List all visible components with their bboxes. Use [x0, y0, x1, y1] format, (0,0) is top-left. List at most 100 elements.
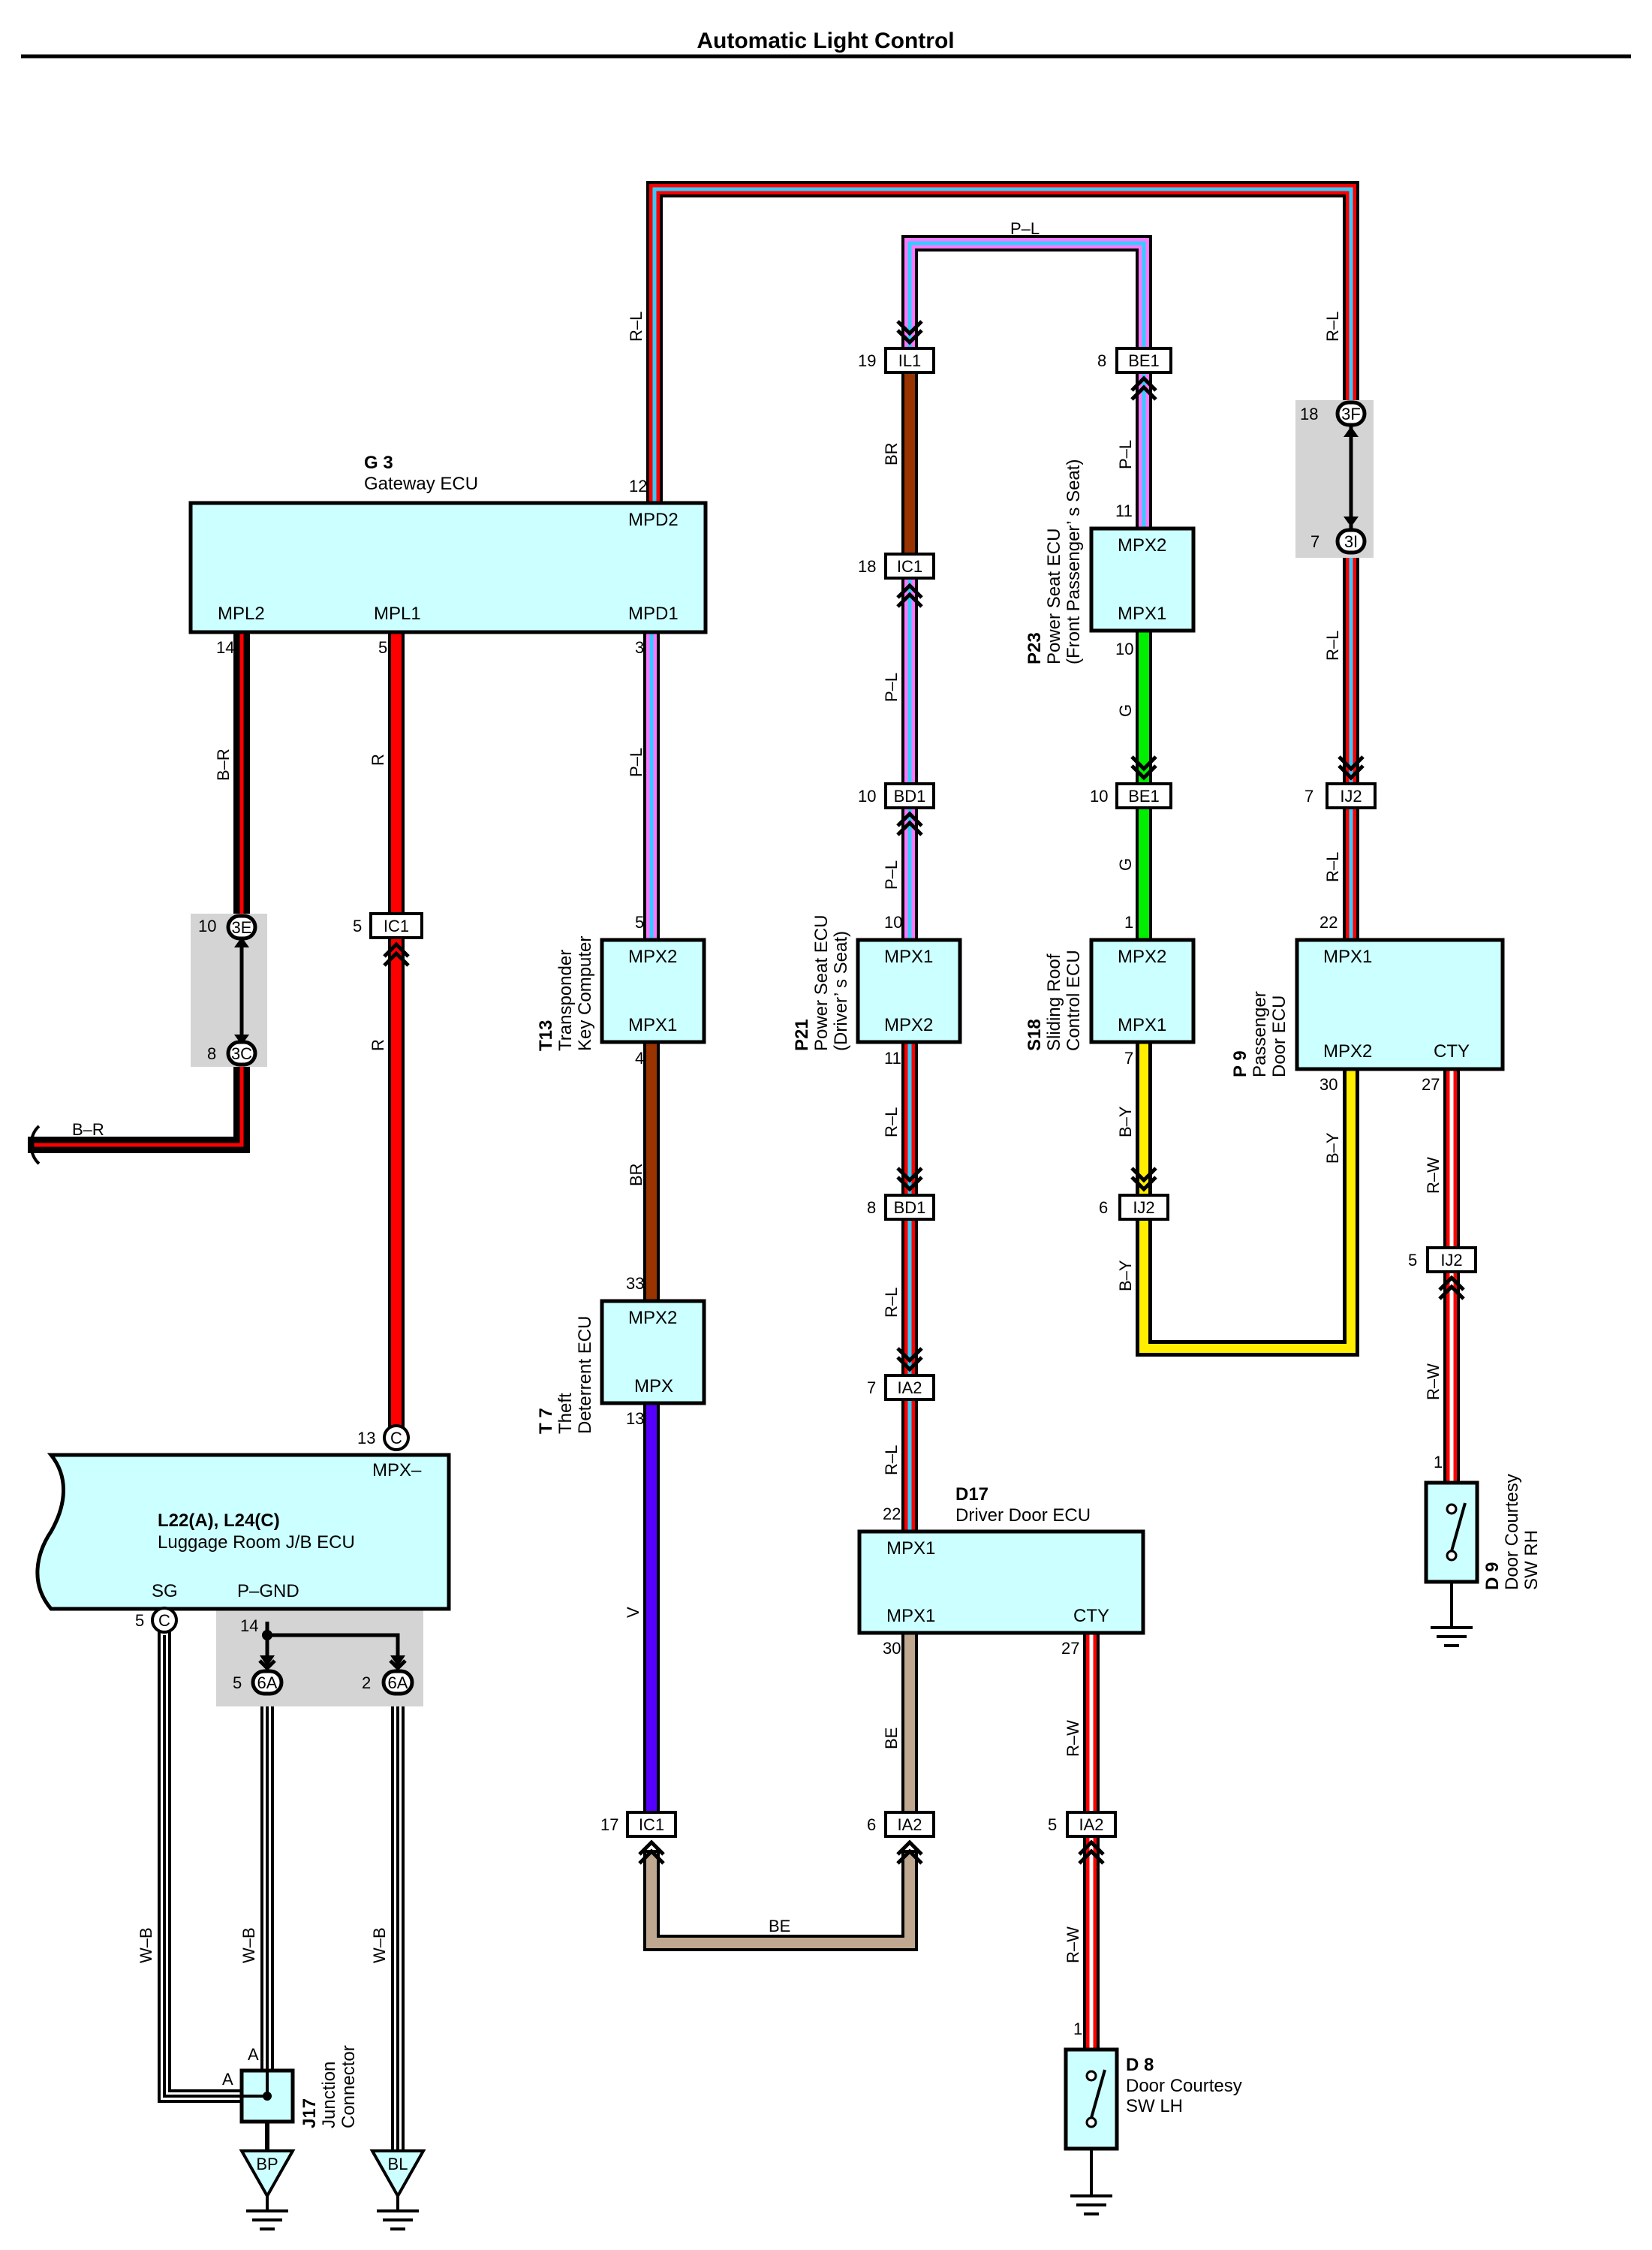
- chevron-up-icon: [896, 820, 923, 836]
- connector-ia2-c: IA2: [1066, 1811, 1117, 1838]
- svg-text:B–R: B–R: [72, 1120, 104, 1139]
- t7-name1: Theft: [555, 1393, 576, 1434]
- chevron-up-icon: [1438, 1275, 1465, 1291]
- connector-bd1-a: BD1: [884, 782, 935, 809]
- svg-text:3F: 3F: [1341, 405, 1361, 423]
- svg-text:10: 10: [1090, 787, 1108, 806]
- svg-text:30: 30: [1319, 1075, 1338, 1094]
- svg-text:P–L: P–L: [1116, 440, 1135, 469]
- s18-name1: Sliding Roof: [1044, 953, 1064, 1051]
- p23-name2: (Front Passenger’ s Seat): [1064, 459, 1084, 664]
- svg-text:1: 1: [1124, 913, 1133, 932]
- chevron-down-icon: [258, 1659, 276, 1671]
- s18-name2: Control ECU: [1064, 950, 1084, 1051]
- power-seat-ecu-driver: MPX1 MPX2 P21 Power Seat ECU (Driver’ s …: [792, 915, 962, 1051]
- connector-ij2-b: IJ2: [1118, 1194, 1169, 1221]
- svg-text:R–L: R–L: [882, 1288, 901, 1318]
- svg-text:BD1: BD1: [894, 1198, 926, 1217]
- p21-term-mpx2: MPX2: [884, 1015, 933, 1035]
- svg-text:BE1: BE1: [1128, 787, 1160, 806]
- svg-text:6A: 6A: [388, 1673, 408, 1692]
- splice-arrows: [234, 426, 1359, 1667]
- ground-icon: [246, 2209, 288, 2230]
- chevron-up-icon: [383, 950, 410, 967]
- svg-text:10: 10: [198, 917, 216, 935]
- svg-text:22: 22: [1319, 913, 1338, 932]
- p21-name2: (Driver’ s Seat): [831, 931, 851, 1051]
- gateway-ecu: G 3 Gateway ECU MPD2 MPL2 MPL1 MPD1: [188, 453, 708, 634]
- gateway-ecu-name: Gateway ECU: [364, 474, 478, 494]
- t13-name1: Transponder: [555, 950, 576, 1051]
- connector-c-sg: C: [151, 1607, 178, 1634]
- svg-text:P–L: P–L: [1010, 219, 1040, 238]
- d9-name1: Door Courtesy: [1502, 1474, 1522, 1590]
- l22-term-mpx: MPX–: [372, 1460, 422, 1480]
- j17-name1: Junction: [319, 2062, 339, 2128]
- svg-text:G: G: [1116, 704, 1135, 717]
- driver-door-ecu: D17 Driver Door ECU MPX1 MPX1 CTY: [857, 1484, 1145, 1635]
- svg-text:8: 8: [1097, 351, 1106, 370]
- chevron-up-icon: [1078, 1839, 1105, 1856]
- svg-text:14: 14: [216, 638, 234, 657]
- t13-name2: Key Computer: [575, 936, 595, 1051]
- d8-name2: SW LH: [1126, 2096, 1183, 2116]
- wire-r-l-top-stripe: [652, 187, 1353, 505]
- wire-b-r: [28, 625, 250, 1153]
- wire-be: [643, 1625, 918, 1951]
- svg-text:IL1: IL1: [898, 351, 922, 370]
- svg-text:BD1: BD1: [894, 787, 926, 806]
- svg-text:C: C: [390, 1429, 402, 1447]
- chevron-up-icon: [1438, 1284, 1465, 1300]
- arrow-down-icon: [260, 1655, 275, 1667]
- chevron-up-icon: [896, 592, 923, 608]
- d17-term-cty: CTY: [1073, 1606, 1109, 1626]
- chevron-down-icon: [896, 1356, 923, 1372]
- svg-text:5: 5: [378, 638, 387, 657]
- ground-point-bl: BL: [369, 2149, 426, 2230]
- svg-text:3: 3: [635, 638, 644, 657]
- chevron-down-icon: [896, 320, 923, 336]
- svg-text:BR: BR: [882, 442, 901, 465]
- svg-text:18: 18: [1300, 405, 1318, 423]
- d8-name1: Door Courtesy: [1126, 2076, 1242, 2096]
- svg-text:10: 10: [858, 787, 876, 806]
- connector-ic1-c: IC1: [626, 1811, 677, 1838]
- chevron-down-icon: [1130, 755, 1157, 772]
- connector-ic1-a: IC1: [884, 553, 935, 580]
- chevron-down-icon: [1130, 764, 1157, 781]
- off-page-break-icon: [29, 1125, 41, 1165]
- connector-6a-1: 6A: [251, 1669, 284, 1696]
- svg-text:7: 7: [1124, 1049, 1133, 1068]
- svg-text:IC1: IC1: [897, 557, 922, 576]
- t13-term-mpx2: MPX2: [628, 947, 677, 967]
- svg-text:11: 11: [1115, 502, 1133, 520]
- svg-text:8: 8: [867, 1198, 876, 1217]
- svg-text:14: 14: [240, 1616, 258, 1635]
- svg-text:IC1: IC1: [384, 917, 409, 935]
- connector-be1-a: BE1: [1115, 347, 1172, 374]
- j17-pin-a-top: A: [248, 2045, 259, 2064]
- svg-text:P–L: P–L: [627, 748, 645, 777]
- gateway-term-mpl2: MPL2: [218, 604, 265, 624]
- svg-text:27: 27: [1061, 1639, 1079, 1658]
- svg-text:W–B: W–B: [239, 1927, 258, 1963]
- p9-code: P 9: [1230, 1050, 1250, 1077]
- oval-connectors: 3E 3C 3F 3I 6A 6A C C: [151, 400, 1367, 1696]
- svg-text:10: 10: [1115, 640, 1133, 658]
- svg-text:P–L: P–L: [882, 673, 901, 702]
- svg-text:W–B: W–B: [370, 1927, 389, 1963]
- p9-term-mpx2: MPX2: [1323, 1041, 1372, 1062]
- gateway-term-mpl1: MPL1: [374, 604, 421, 624]
- connector-il1: IL1: [884, 347, 935, 374]
- svg-text:BE1: BE1: [1128, 351, 1160, 370]
- d9-name2: SW RH: [1521, 1530, 1542, 1590]
- connector-c-mpx: C: [383, 1424, 410, 1451]
- p9-name2: Door ECU: [1269, 995, 1289, 1077]
- svg-text:R–L: R–L: [882, 1107, 901, 1137]
- transponder-key-computer: MPX2 MPX1 T13 Transponder Key Computer: [536, 936, 706, 1051]
- t7-term-mpx: MPX: [634, 1376, 673, 1396]
- page-title: Automatic Light Control: [697, 29, 954, 53]
- chevron-up-icon: [1078, 1848, 1105, 1865]
- p9-name1: Passenger: [1250, 991, 1270, 1077]
- svg-text:W–B: W–B: [137, 1927, 155, 1963]
